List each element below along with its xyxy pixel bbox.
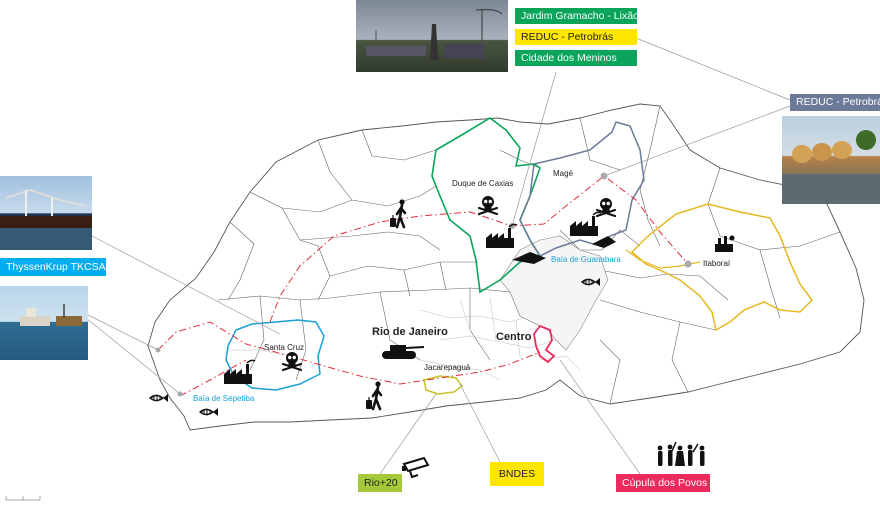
label-centro: Centro — [496, 331, 532, 343]
label-rio-de-janeiro: Rio de Janeiro — [372, 326, 448, 338]
dead-fish-icon — [149, 393, 169, 403]
oil-spill-icon — [512, 252, 546, 264]
route-line — [157, 175, 689, 397]
jacarepagua-boundary — [423, 375, 464, 395]
protest-crowd-icon — [657, 441, 705, 466]
photo-dredging — [0, 286, 88, 360]
photo-refinery-skyline — [356, 0, 508, 72]
oil-spill-icon — [592, 236, 616, 248]
tag-cupula: Cúpula dos Povos — [616, 474, 710, 492]
camera-icon — [402, 456, 430, 479]
label-itaborai: Itaboraí — [703, 259, 731, 268]
label-baia-guanabara: Baía de Guanabara — [551, 255, 621, 264]
photo-oil-pipes — [782, 116, 880, 204]
factory-icon — [715, 235, 735, 252]
itaborai-boundary — [630, 203, 813, 332]
guanabara-bay — [499, 235, 609, 351]
tag-rio20: Rio+20 — [358, 474, 402, 492]
tag-thyssenkrupp: ThyssenKrup TKCSA — [0, 258, 106, 276]
label-jacarepagua: Jacarepaguá — [424, 363, 471, 372]
marker-dots — [155, 172, 692, 397]
tag-cidade-meninos: Cidade dos Meninos — [515, 50, 637, 66]
label-baia-sepetiba: Baía de Sepetiba — [193, 394, 255, 403]
scale-bar — [5, 496, 41, 501]
state-outline — [147, 103, 865, 431]
photo-steel-port — [0, 176, 92, 250]
tag-jardim-gramacho: Jardim Gramacho - Lixão — [515, 8, 639, 24]
connector-lines — [85, 37, 791, 475]
tag-reduc-right: REDUC - Petrobrás — [790, 94, 880, 111]
tank-icon — [382, 345, 425, 359]
mage-boundary — [519, 121, 645, 257]
neighbourhood-grid — [230, 297, 581, 381]
tag-bndes: BNDES — [490, 462, 544, 486]
label-mage: Magé — [553, 169, 574, 178]
centro-boundary — [533, 324, 556, 364]
label-santa-cruz: Santa Cruz — [264, 343, 304, 352]
tag-reduc-top: REDUC - Petrobrás — [515, 29, 637, 45]
label-duque-de-caxias: Duque de Caxias — [452, 179, 513, 188]
